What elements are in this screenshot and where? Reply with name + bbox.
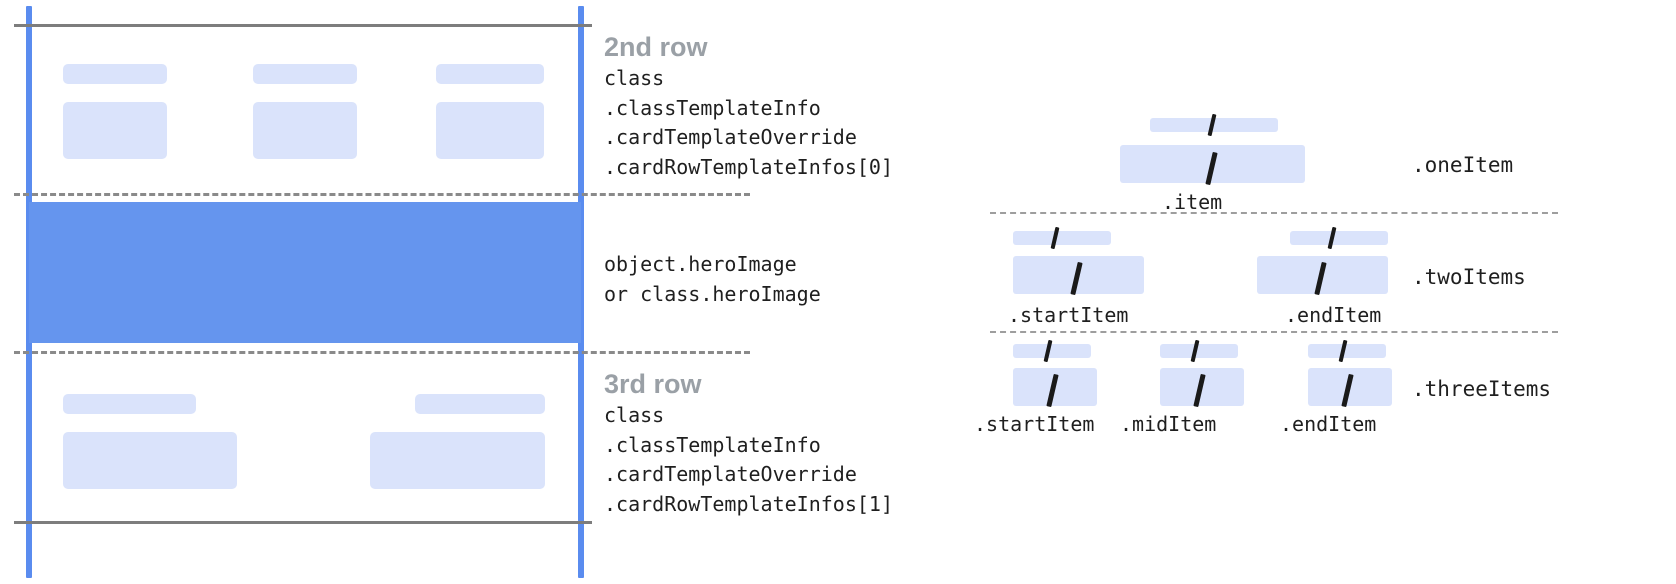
hero-code-line-1: object.heroImage: [604, 252, 797, 276]
card-right-guide-line: [578, 6, 584, 578]
three-items-start-label-chip: [1013, 344, 1091, 358]
hero-code-line-2: or class.heroImage: [604, 281, 821, 306]
second-row-label-placeholder-3: [436, 64, 544, 84]
third-row-code-line-4: .cardRowTemplateInfos[1]: [604, 491, 893, 516]
three-items-group-name: .threeItems: [1412, 377, 1552, 401]
second-row-label-placeholder-2: [253, 64, 357, 84]
card-top-border: [14, 24, 592, 27]
card-template-diagram: [0, 0, 750, 584]
one-item-group-name: .oneItem: [1412, 153, 1514, 177]
third-row-value-placeholder-2: [370, 432, 545, 489]
legend-divider-two-three: [990, 331, 1558, 333]
row-divider-below-hero: [14, 351, 750, 354]
three-items-end-field-label: .endItem: [1280, 412, 1377, 436]
card-bottom-border: [14, 521, 592, 524]
three-items-mid-field-label: .midItem: [1120, 412, 1217, 436]
three-items-mid-label-chip: [1160, 344, 1238, 358]
two-items-start-label-chip: [1013, 231, 1111, 245]
second-row-annotation: 2nd row class .classTemplateInfo .cardTe…: [604, 30, 893, 182]
third-row-label-placeholder-1: [63, 394, 196, 414]
third-row-label-placeholder-2: [415, 394, 545, 414]
second-row-value-placeholder-2: [253, 102, 357, 159]
second-row-code-line-4: .cardRowTemplateInfos[0]: [604, 154, 893, 179]
two-items-end-field-label: .endItem: [1285, 303, 1382, 327]
third-row-code-line-1: class: [604, 403, 665, 427]
legend-divider-one-two: [990, 212, 1558, 214]
second-row-value-placeholder-1: [63, 102, 167, 159]
third-row-code-line-2: .classTemplateInfo: [604, 432, 821, 457]
item-layout-legend: .item .oneItem .startItem .endItem .twoI…: [960, 0, 1676, 584]
second-row-code-line-1: class: [604, 66, 665, 90]
row-divider-above-hero: [14, 193, 750, 196]
two-items-group-name: .twoItems: [1412, 265, 1526, 289]
third-row-code-line-3: .cardTemplateOverride: [604, 462, 857, 486]
second-row-code-line-3: .cardTemplateOverride: [604, 125, 857, 149]
two-items-end-label-chip: [1290, 231, 1388, 245]
hero-image-band: [29, 202, 581, 343]
second-row-code-line-2: .classTemplateInfo: [604, 95, 821, 120]
three-items-start-field-label: .startItem: [974, 412, 1095, 436]
second-row-label-placeholder-1: [63, 64, 167, 84]
third-row-annotation: 3rd row class .classTemplateInfo .cardTe…: [604, 367, 893, 519]
hero-image-annotation: object.heroImage or class.heroImage: [604, 250, 821, 309]
second-row-value-placeholder-3: [436, 102, 544, 159]
third-row-value-placeholder-1: [63, 432, 237, 489]
one-item-field-label: .item: [1162, 190, 1223, 214]
two-items-start-field-label: .startItem: [1008, 303, 1129, 327]
second-row-title: 2nd row: [604, 32, 708, 62]
three-items-end-label-chip: [1308, 344, 1386, 358]
third-row-title: 3rd row: [604, 369, 702, 399]
